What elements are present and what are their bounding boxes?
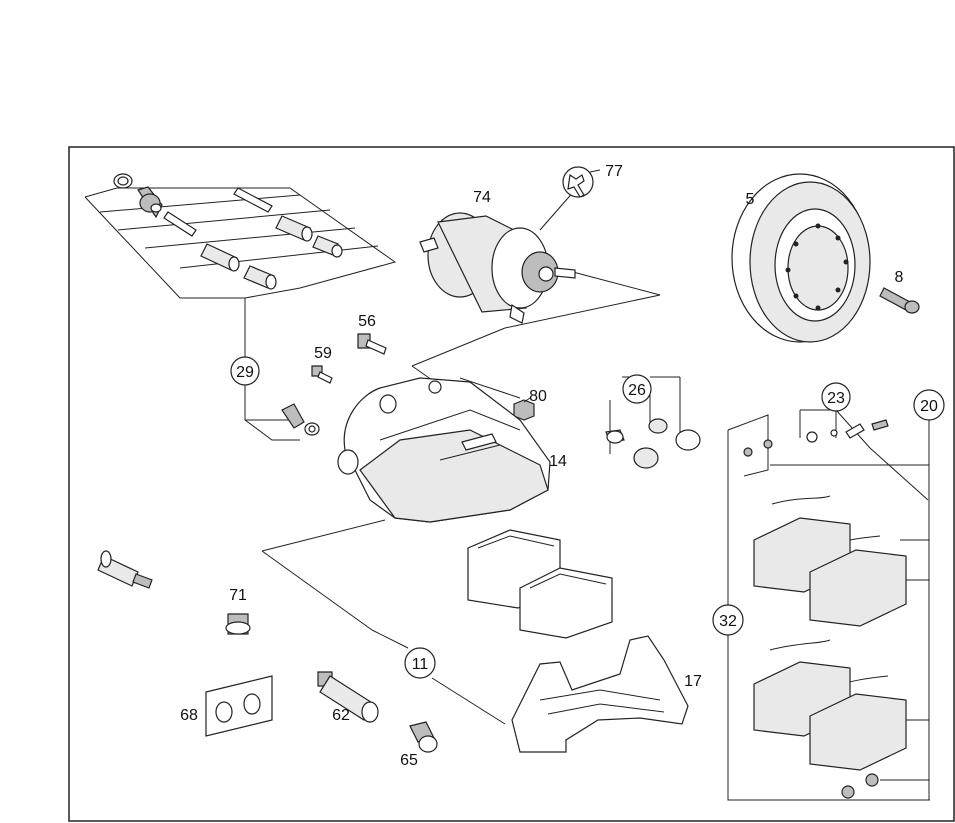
label-59: 59 (314, 345, 332, 362)
label-65: 65 (400, 752, 418, 769)
label-11: 11 (412, 656, 429, 673)
label-71: 71 (229, 587, 247, 604)
pin-kit-group-29: 29 (84, 173, 397, 441)
guide-pin-small (163, 211, 197, 237)
cap-d (675, 429, 701, 451)
pad-set-1-outer (809, 549, 907, 627)
small-fasteners: 56 59 80 (311, 313, 547, 421)
label-29: 29 (236, 364, 254, 381)
callout-20 (913, 389, 945, 421)
label-56: 56 (358, 313, 376, 330)
label-5: 5 (746, 191, 755, 208)
callout-29 (230, 356, 260, 386)
cap-group-26: 26 (605, 374, 701, 469)
cap-c (633, 447, 659, 469)
callout-26 (622, 374, 652, 404)
label-80: 80 (529, 388, 547, 405)
label-68: 68 (180, 707, 198, 724)
cap-seal (281, 403, 305, 429)
pad-front (519, 567, 613, 639)
wrench-icon (567, 173, 585, 198)
pad-set-2-outer (809, 693, 907, 771)
callout-32 (712, 604, 744, 636)
label-74: 74 (473, 189, 491, 206)
label-23: 23 (827, 390, 845, 407)
diagram-frame (68, 146, 955, 822)
label-32: 32 (719, 613, 737, 630)
label-26: 26 (628, 382, 646, 399)
callout-23 (821, 382, 851, 412)
label-62: 62 (332, 707, 350, 724)
callout-11 (404, 647, 436, 679)
label-77: 77 (605, 163, 623, 180)
brake-pads-11: 11 (261, 519, 613, 725)
pushrod-stud (554, 267, 576, 279)
bracket-68 (205, 675, 273, 737)
brake-caliper-14: 14 (337, 377, 567, 523)
label-14: 14 (549, 453, 567, 470)
label-17: 17 (684, 673, 702, 690)
pad-kit-group: 23 20 32 (712, 382, 945, 801)
label-20: 20 (920, 398, 938, 415)
caliper-carrier-17: 17 (511, 635, 702, 753)
brake-chamber-74: 74 77 (411, 163, 661, 381)
label-8: 8 (895, 269, 904, 286)
cap-b (648, 418, 668, 434)
wear-sensor-group: 62 68 71 65 (97, 550, 438, 769)
sensor-probe-62 (319, 675, 375, 721)
guide-pin-long (233, 187, 273, 213)
brake-disc-5: 5 8 (731, 173, 920, 343)
